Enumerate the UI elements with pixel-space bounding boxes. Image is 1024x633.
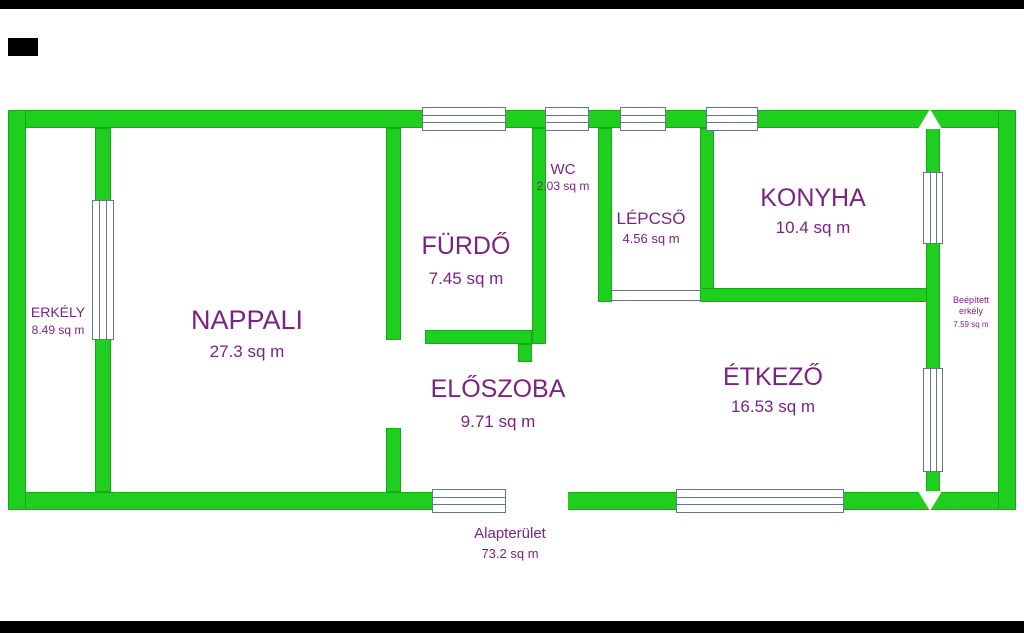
room-name: WC bbox=[550, 161, 576, 178]
stair-railing bbox=[612, 290, 700, 301]
entrance-door-opening bbox=[506, 492, 568, 510]
wall-lepcso-konyha-divider bbox=[700, 128, 714, 302]
wall-nappali-divider-bottom bbox=[386, 428, 401, 492]
room-name: ELŐSZOBA bbox=[430, 375, 566, 403]
room-label-wc: WC 2.03 sq m bbox=[537, 160, 590, 195]
corner-black-marker bbox=[8, 38, 38, 56]
wall-konyha-bottom bbox=[700, 288, 930, 302]
room-name: LÉPCSŐ bbox=[616, 209, 686, 228]
wall-furdo-corner-stub bbox=[518, 344, 532, 362]
total-area-label: Alapterület 73.2 sq m bbox=[474, 524, 546, 563]
room-label-konyha: KONYHA 10.4 sq m bbox=[760, 182, 866, 239]
window-top-wc bbox=[545, 107, 589, 131]
room-name: NAPPALI bbox=[190, 305, 304, 335]
arrow-down-icon bbox=[918, 491, 942, 511]
total-area-value: 73.2 sq m bbox=[481, 546, 539, 562]
room-name: ERKÉLY bbox=[30, 304, 86, 320]
room-label-beepitett-erkely: Beépített erkély 7.59 sq m bbox=[943, 295, 999, 330]
wall-outer-right bbox=[998, 110, 1016, 510]
room-label-eloszoba: ELŐSZOBA 9.71 sq m bbox=[431, 373, 566, 433]
bottom-letterbox-bar bbox=[0, 621, 1024, 633]
room-area: 4.56 sq m bbox=[622, 230, 680, 246]
top-letterbox-bar bbox=[0, 0, 1024, 9]
room-area: 7.45 sq m bbox=[428, 269, 504, 288]
wall-nappali-divider-top bbox=[386, 128, 401, 340]
room-name: Beépített erkély bbox=[952, 295, 990, 317]
window-top-konyha bbox=[706, 107, 758, 131]
room-area: 9.71 sq m bbox=[460, 412, 536, 431]
room-name: FÜRDŐ bbox=[421, 232, 511, 260]
wall-outer-left bbox=[8, 110, 26, 510]
window-top-lepcso bbox=[620, 107, 666, 131]
room-label-etkezo: ÉTKEZŐ 16.53 sq m bbox=[723, 361, 823, 418]
wall-wc-lepcso-divider bbox=[598, 128, 612, 302]
room-label-nappali: NAPPALI 27.3 sq m bbox=[191, 303, 303, 362]
window-top-furdo bbox=[422, 107, 506, 131]
wall-furdo-bottom bbox=[425, 330, 532, 344]
window-bottom-eloszoba bbox=[432, 489, 506, 513]
room-label-lepcso: LÉPCSŐ 4.56 sq m bbox=[617, 208, 686, 247]
room-area: 10.4 sq m bbox=[775, 218, 851, 237]
window-right-balcony-lower bbox=[923, 368, 943, 472]
room-area: 27.3 sq m bbox=[209, 341, 285, 361]
window-balcony-left bbox=[92, 200, 114, 340]
window-right-balcony-upper bbox=[923, 172, 943, 244]
room-label-furdo: FÜRDŐ 7.45 sq m bbox=[422, 230, 511, 290]
total-area-title: Alapterület bbox=[474, 525, 546, 542]
room-area: 2.03 sq m bbox=[536, 179, 590, 194]
room-area: 16.53 sq m bbox=[730, 397, 816, 416]
room-name: KONYHA bbox=[760, 184, 866, 212]
room-area: 7.59 sq m bbox=[953, 319, 989, 329]
wall-outer-top bbox=[8, 110, 1016, 128]
window-bottom-etkezo bbox=[676, 489, 844, 513]
room-name: ÉTKEZŐ bbox=[722, 363, 824, 391]
room-area: 8.49 sq m bbox=[31, 322, 85, 337]
wall-furdo-wc-divider bbox=[532, 128, 546, 344]
room-label-erkely: ERKÉLY 8.49 sq m bbox=[31, 304, 85, 338]
arrow-up-icon bbox=[918, 109, 942, 129]
